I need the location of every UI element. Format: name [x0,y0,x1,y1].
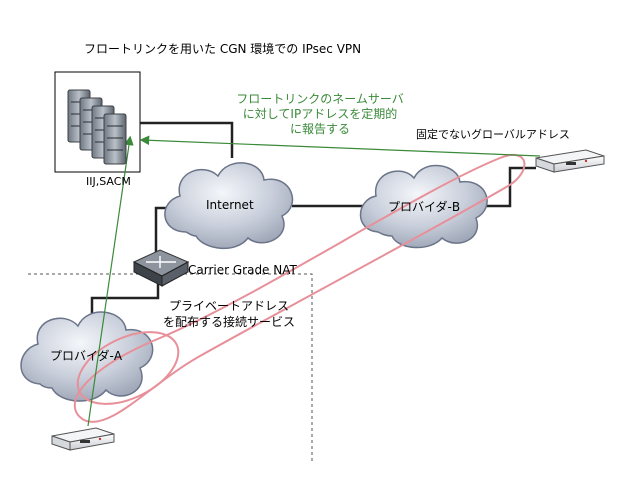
private-network-boundary [28,273,313,462]
report-note: フロートリンクのネームサーバ に対してIPアドレスを定期的 に報告する [222,92,418,137]
internet-cloud [164,162,294,250]
arrow-from-left-device [87,135,134,427]
report-note-line1: フロートリンクのネームサーバ [236,92,404,106]
vpn-tunnel [73,153,526,423]
link-server-internet [140,121,234,158]
vpn-router-icon [51,427,115,451]
private-note-line2: を配布する接続サービス [162,315,295,329]
diagram-title: フロートリンクを用いた CGN 環境での IPsec VPN [84,42,362,56]
link-cgn-providera [90,284,160,322]
report-note-line3: に報告する [289,122,350,136]
vpn-router-icon [535,149,605,173]
link-providerb-device [486,166,536,208]
router-icon [132,249,190,287]
report-arrows [87,135,541,427]
cgn-label: Carrier Grade NAT [188,263,297,277]
provider-a-label: プロバイダ-A [50,349,123,363]
arrow-from-right-device [139,135,541,157]
nonfixed-address-label: 固定でないグローバルアドレス [416,128,570,141]
provider-b-label: プロバイダ-B [388,200,461,214]
private-note-line1: プライベートアドレス [168,299,289,313]
internet-label: Internet [206,198,254,212]
private-address-note: プライベートアドレス を配布する接続サービス [148,298,310,330]
server-caption: IIJ,SACM [86,175,131,188]
provider-b-cloud [359,164,488,249]
report-note-line2: に対してIPアドレスを定期的 [242,107,398,121]
server-rack-icon [67,89,127,165]
